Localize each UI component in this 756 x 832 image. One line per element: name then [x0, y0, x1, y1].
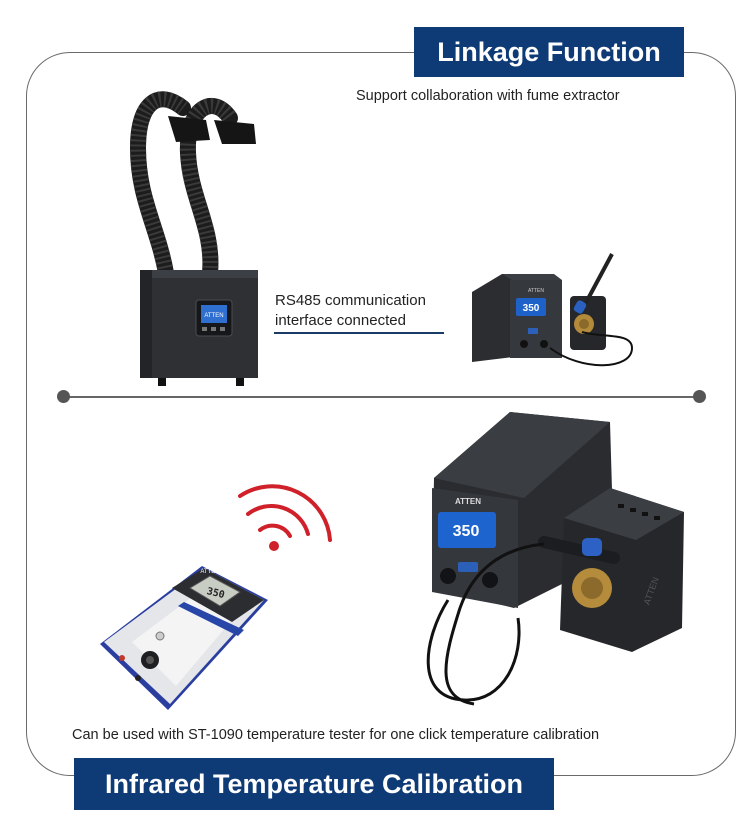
tester-brand: ATTEN	[200, 569, 219, 575]
small-station-temp: 350	[523, 303, 540, 314]
rs485-underline	[274, 332, 444, 334]
station-brand: ATTEN	[455, 497, 481, 506]
linkage-function-title: Linkage Function	[414, 27, 684, 77]
soldering-station-image: 350 ATTEN ATTEN	[426, 412, 684, 706]
section-divider	[64, 396, 700, 398]
calibration-caption: Can be used with ST-1090 temperature tes…	[72, 727, 600, 743]
linkage-subtitle: Support collaboration with fume extracto…	[356, 88, 620, 104]
rs485-label-line2: interface connected	[275, 312, 406, 329]
fume-extractor-image: ATTEN	[129, 91, 258, 386]
divider-dot-right-icon	[693, 390, 706, 403]
tester-reading: 350	[206, 586, 226, 601]
extractor-display-brand: ATTEN	[204, 313, 223, 319]
station-temp: 350	[453, 523, 480, 540]
small-soldering-station-image: 350 ATTEN	[472, 253, 634, 367]
temperature-tester-image: 350 ATTEN	[100, 566, 268, 710]
small-station-brand: ATTEN	[528, 288, 544, 294]
divider-dot-left-icon	[57, 390, 70, 403]
infrared-calibration-title: Infrared Temperature Calibration	[74, 758, 554, 810]
rs485-label-line1: RS485 communication	[275, 292, 426, 309]
infrared-wave-icon	[238, 484, 332, 551]
